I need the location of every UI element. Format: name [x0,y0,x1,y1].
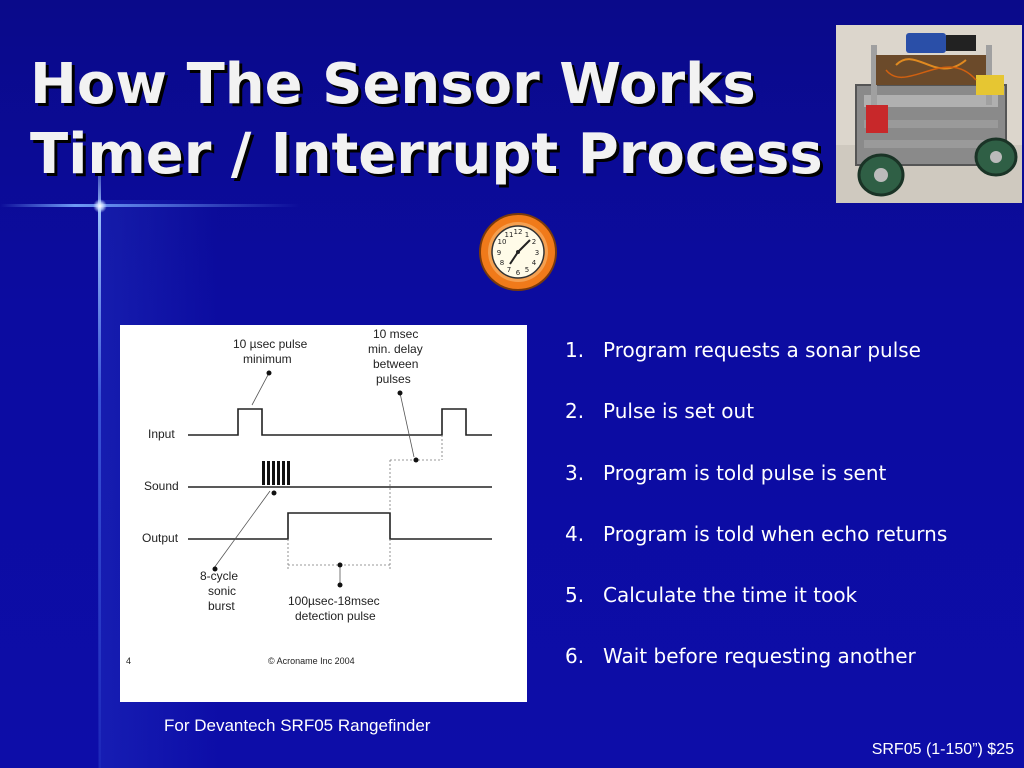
label-delay-line1: 10 msec [373,327,418,341]
svg-text:11: 11 [505,231,514,239]
slide-title: How The Sensor Works Timer / Interrupt P… [30,50,850,190]
svg-text:4: 4 [532,259,537,267]
step-number: 2. [565,399,585,424]
step-number: 4. [565,521,585,546]
title-line-1: How The Sensor Works [30,52,756,117]
step-item: 2. Pulse is set out [565,398,1015,459]
label-detect-line2: detection pulse [295,609,376,623]
step-item: 6. Wait before requesting another [565,643,1015,704]
step-text: Pulse is set out [603,399,755,424]
step-number: 1. [565,338,585,362]
timing-diagram-svg: 10 µsec pulse minimum 10 msec min. delay… [126,327,492,666]
step-item: 4. Program is told when echo returns [565,521,1015,582]
step-text: Wait before requesting another [603,644,916,669]
svg-text:1: 1 [525,231,529,239]
label-burst-line2: sonic [208,584,236,598]
step-number: 6. [565,644,585,669]
svg-text:10: 10 [498,238,507,246]
svg-text:3: 3 [535,249,539,257]
decor-star [93,199,107,213]
step-item: 1. Program requests a sonar pulse [565,337,1015,398]
svg-text:6: 6 [516,269,521,277]
label-pulse-line1: 10 µsec pulse [233,337,308,351]
step-number: 3. [565,460,585,485]
svg-text:7: 7 [507,266,511,274]
label-pulse-line2: minimum [243,352,292,366]
label-delay-line4: pulses [376,372,411,386]
step-text: Program is told pulse is sent [603,460,887,485]
step-number: 5. [565,583,585,608]
label-output: Output [142,531,179,545]
label-detect-line1: 100µsec-18msec [288,594,380,608]
label-sound: Sound [144,479,179,493]
label-burst-line3: burst [208,599,235,613]
label-delay-line3: between [373,357,418,371]
label-input: Input [148,427,175,441]
diagram-copyright: © Acroname Inc 2004 [268,656,355,666]
diagram-caption: For Devantech SRF05 Rangefinder [164,716,431,735]
svg-text:8: 8 [500,259,504,267]
diagram-page-number: 4 [126,656,131,666]
step-item: 5. Calculate the time it took [565,582,1015,643]
svg-text:2: 2 [532,238,536,246]
step-item: 3. Program is told pulse is sent [565,460,1015,521]
robot-photo [836,25,1022,203]
step-text: Calculate the time it took [603,583,858,608]
svg-text:5: 5 [525,266,529,274]
decor-vertical-line [98,150,101,768]
label-delay-line2: min. delay [368,342,423,356]
timing-diagram: 10 µsec pulse minimum 10 msec min. delay… [120,325,527,702]
clock-icon: 12 1 2 3 4 5 6 7 8 9 10 11 [478,212,558,292]
slide-footer: SRF05 (1-150”) $25 [871,741,1014,758]
decor-horizontal-line [0,204,300,207]
title-line-2: Timer / Interrupt Process [30,122,823,187]
svg-text:9: 9 [497,249,501,257]
steps-list: 1. Program requests a sonar pulse 2. Pulse… [565,337,1015,705]
step-text: Program is told when echo returns [603,521,948,546]
label-burst-line1: 8-cycle [200,569,238,583]
svg-text:12: 12 [514,228,523,236]
step-text: Program requests a sonar pulse [603,338,921,362]
